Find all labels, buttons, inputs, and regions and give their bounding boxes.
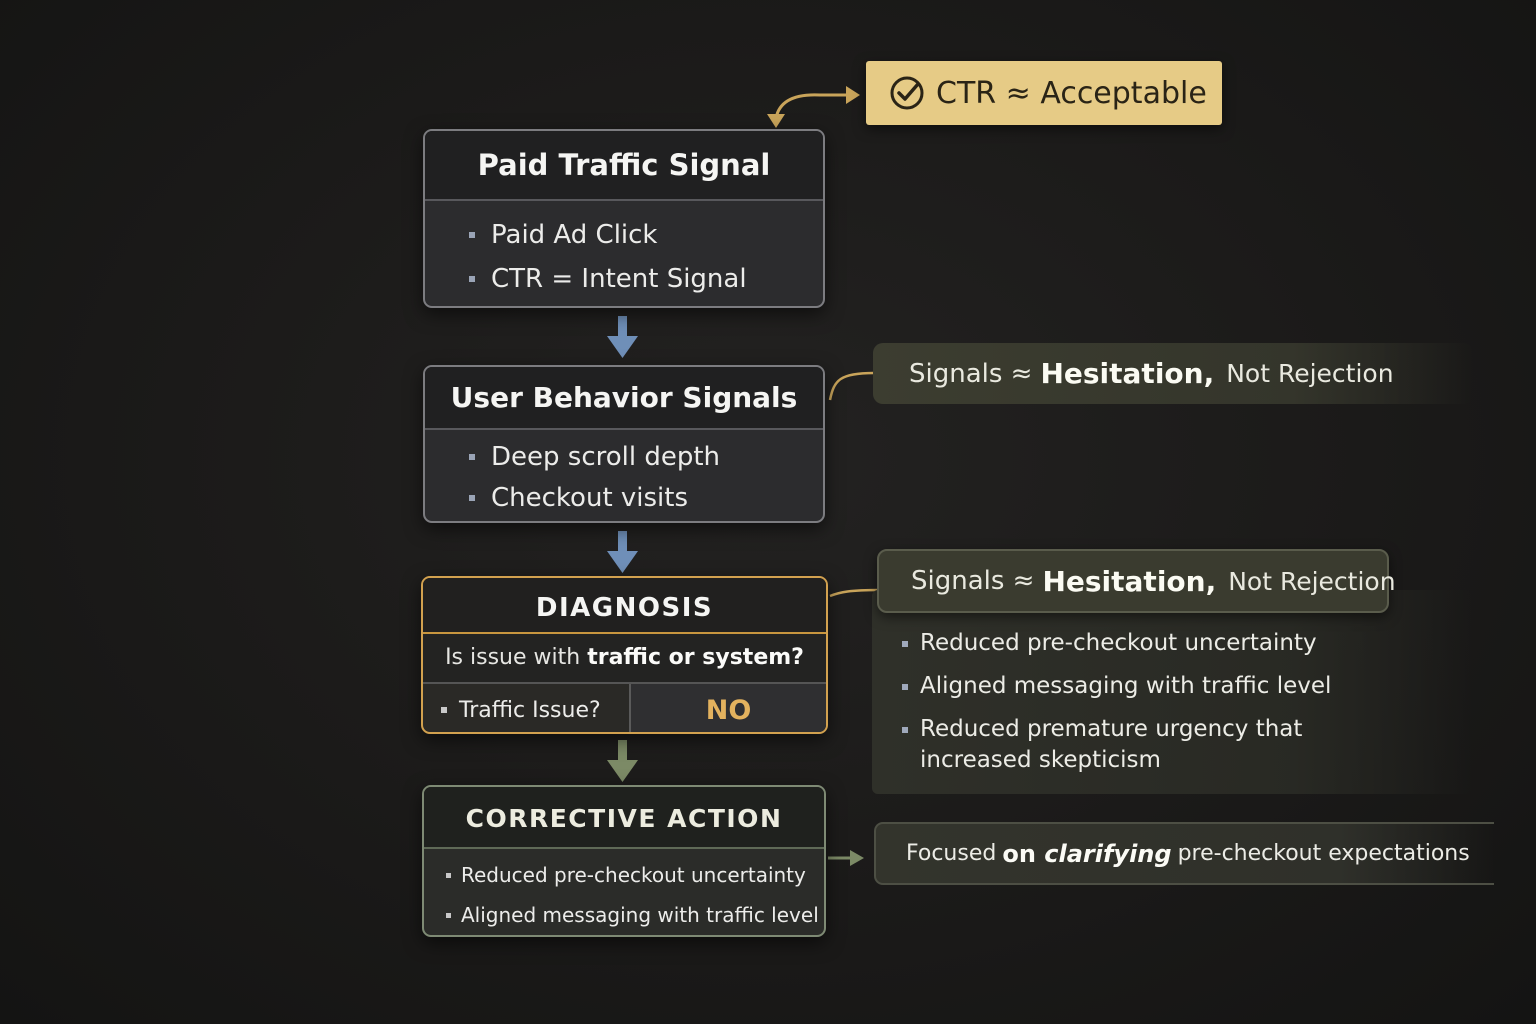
user-behavior-box: User Behavior Signals Deep scroll depth …: [423, 365, 825, 523]
list-item: Reduced premature urgency that increased…: [902, 714, 1442, 776]
paid-traffic-box: Paid Traffic Signal Paid Ad Click CTR = …: [423, 129, 825, 308]
action-callout: Focused on clarifying pre-checkout expec…: [874, 822, 1494, 885]
traffic-issue-answer: NO: [631, 684, 826, 732]
arrow-down-2: [607, 531, 638, 573]
diagnosis-box: DIAGNOSIS Is issue with traffic or syste…: [421, 576, 828, 734]
diagnosis-callout-panel: [872, 590, 1472, 794]
ctr-arrowhead-right: [846, 86, 860, 104]
list-item: Reduced pre-checkout uncertainty: [446, 855, 824, 895]
traffic-issue-label: Traffic Issue?: [423, 684, 631, 732]
list-item: Aligned messaging with traffic level: [902, 671, 1442, 702]
diagnosis-answer-row: Traffic Issue? NO: [423, 684, 826, 732]
ctr-acceptable-badge: CTR ≈ Acceptable: [866, 61, 1222, 125]
paid-traffic-title: Paid Traffic Signal: [425, 131, 823, 201]
check-circle-icon: [890, 76, 924, 110]
connector-diagnosis-callout: [829, 588, 881, 598]
list-item: Paid Ad Click: [469, 213, 823, 257]
corrective-action-title: CORRECTIVE ACTION: [424, 787, 824, 849]
diagnosis-callout-list: Reduced pre-checkout uncertainty Aligned…: [902, 628, 1442, 788]
connector-behavior-callout: [828, 371, 875, 401]
ctr-badge-label: CTR ≈ Acceptable: [936, 75, 1207, 111]
diagnosis-question: Is issue with traffic or system?: [423, 634, 826, 684]
arrow-down-3: [607, 740, 638, 782]
arrow-down-1: [607, 316, 638, 358]
arrow-action-callout: [828, 850, 864, 866]
list-item: CTR = Intent Signal: [469, 257, 823, 301]
user-behavior-title: User Behavior Signals: [425, 367, 823, 430]
ctr-arrowhead-down: [767, 114, 785, 128]
list-item: Checkout visits: [469, 477, 823, 518]
diagnosis-callout: Signals ≈ Hesitation, Not Rejection: [877, 549, 1396, 613]
list-item: Aligned messaging with traffic level: [446, 895, 824, 935]
corrective-action-box: CORRECTIVE ACTION Reduced pre-checkout u…: [422, 785, 826, 937]
list-item: Deep scroll depth: [469, 436, 823, 477]
list-item: Reduced pre-checkout uncertainty: [902, 628, 1442, 659]
action-callout-emphasis: on clarifying: [1002, 839, 1172, 868]
behavior-callout: Signals ≈ Hesitation, Not Rejection: [873, 343, 1473, 404]
diagnosis-title: DIAGNOSIS: [423, 578, 826, 634]
ctr-loop-arrow: [774, 93, 848, 119]
